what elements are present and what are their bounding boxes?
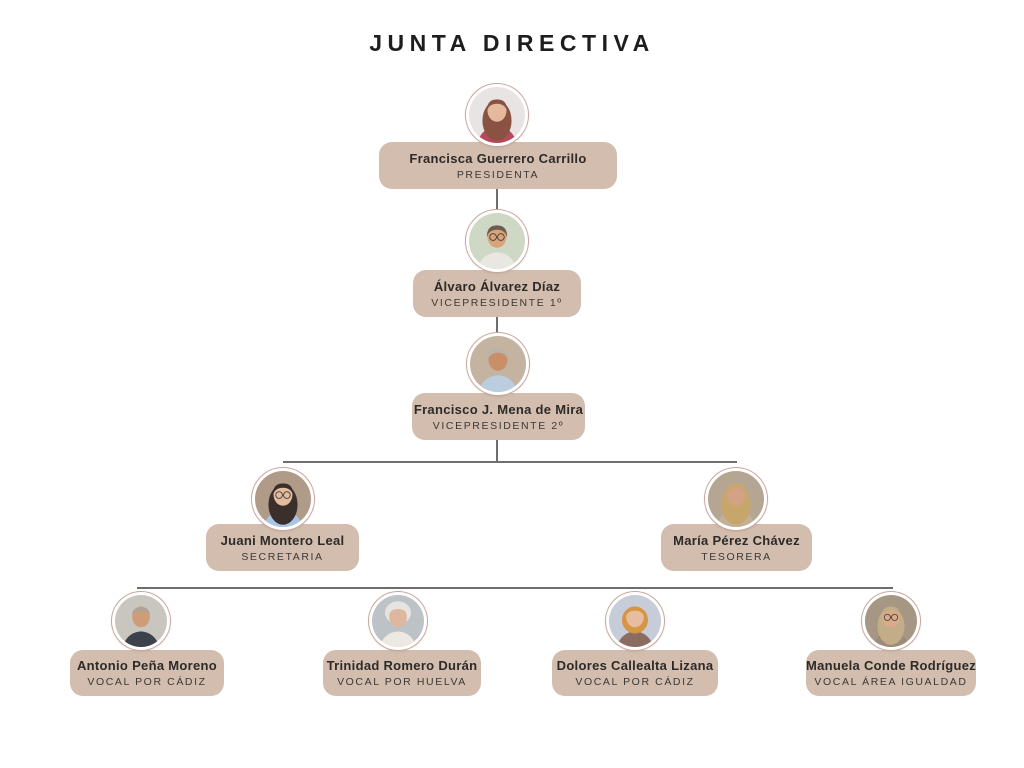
member-photo	[466, 210, 528, 272]
member-photo	[369, 592, 427, 650]
member-role: VOCAL ÁREA IGUALDAD	[814, 676, 968, 688]
connector-row4-horizontal	[283, 461, 737, 463]
member-card: Francisca Guerrero Carrillo PRESIDENTA	[379, 142, 617, 189]
member-card: Francisco J. Mena de Mira VICEPRESIDENTE…	[412, 393, 585, 440]
chart-title: JUNTA DIRECTIVA	[369, 30, 655, 56]
member-name: Manuela Conde Rodríguez	[805, 658, 977, 673]
connector-vp1-to-vp2	[496, 317, 498, 334]
member-role: VOCAL POR HUELVA	[337, 676, 467, 688]
member-role: SECRETARIA	[241, 550, 324, 563]
member-role: VOCAL POR CÁDIZ	[87, 676, 207, 688]
member-card: Antonio Peña Moreno VOCAL POR CÁDIZ	[70, 650, 224, 696]
member-photo	[252, 468, 314, 530]
member-role: VICEPRESIDENTE 2º	[432, 419, 565, 432]
connector-vp2-down	[496, 440, 498, 462]
member-role: VICEPRESIDENTE 1º	[431, 296, 563, 309]
member-card: Manuela Conde Rodríguez VOCAL ÁREA IGUAL…	[806, 650, 976, 696]
member-card: Juani Montero Leal SECRETARIA	[206, 524, 359, 571]
member-photo	[862, 592, 920, 650]
member-photo	[466, 84, 528, 146]
member-card: Dolores Callealta Lizana VOCAL POR CÁDIZ	[552, 650, 718, 696]
member-name: Francisca Guerrero Carrillo	[409, 150, 587, 166]
member-photo	[467, 333, 529, 395]
member-photo	[606, 592, 664, 650]
connector-row5-horizontal	[137, 587, 893, 589]
member-name: Trinidad Romero Durán	[326, 658, 478, 673]
member-name: Dolores Callealta Lizana	[556, 658, 714, 673]
member-role: VOCAL POR CÁDIZ	[575, 676, 695, 688]
member-name: Antonio Peña Moreno	[76, 658, 218, 673]
member-photo	[705, 468, 767, 530]
member-card: Álvaro Álvarez Díaz VICEPRESIDENTE 1º	[413, 270, 581, 317]
member-name: Álvaro Álvarez Díaz	[433, 278, 561, 294]
member-card: María Pérez Chávez TESORERA	[661, 524, 812, 571]
member-card: Trinidad Romero Durán VOCAL POR HUELVA	[323, 650, 481, 696]
member-role: PRESIDENTA	[456, 168, 540, 181]
connector-presidenta-to-vp1	[496, 189, 498, 211]
member-name: María Pérez Chávez	[673, 532, 800, 548]
member-photo	[112, 592, 170, 650]
member-name: Juani Montero Leal	[220, 532, 345, 548]
member-role: TESORERA	[701, 550, 772, 563]
member-name: Francisco J. Mena de Mira	[413, 401, 584, 417]
